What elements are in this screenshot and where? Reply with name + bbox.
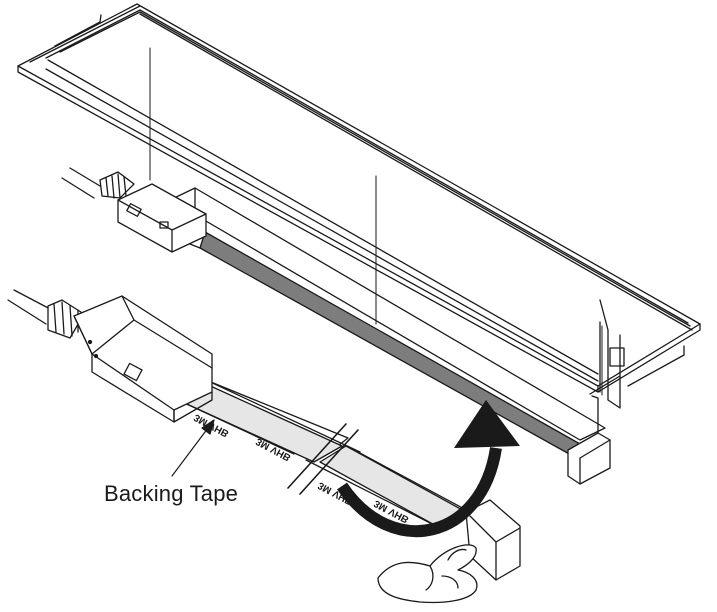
guide-lines bbox=[149, 47, 603, 396]
backing-tape-label: Backing Tape bbox=[104, 481, 239, 506]
lower-connector bbox=[7, 289, 213, 423]
backing-tape-leader bbox=[171, 419, 215, 477]
end-cap-lower bbox=[465, 499, 521, 581]
installation-arrow bbox=[337, 400, 520, 538]
upper-connector bbox=[61, 167, 207, 253]
hand bbox=[377, 544, 478, 604]
cabinet-underside bbox=[17, 3, 701, 393]
